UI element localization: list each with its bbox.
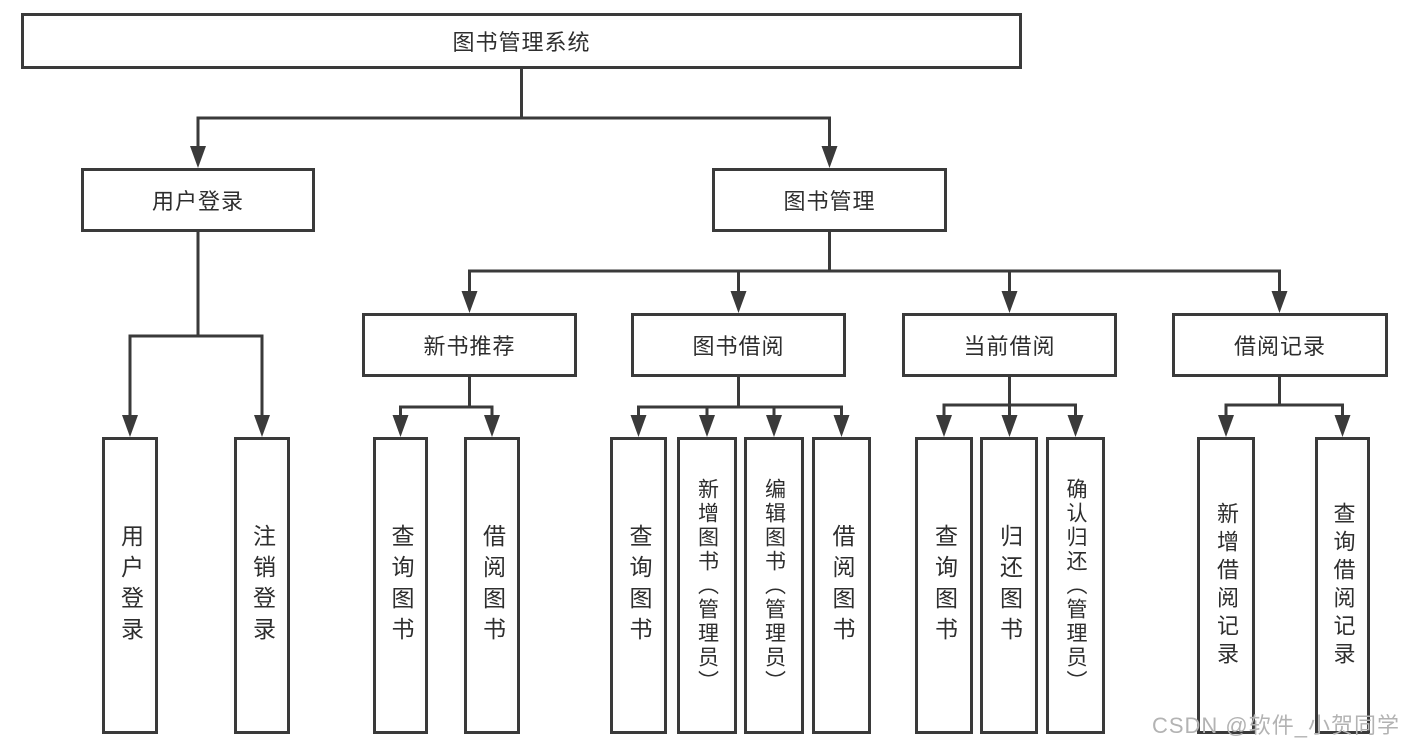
csdn-watermark: CSDN @软件_小贺同学 — [1151, 713, 1400, 738]
leaf-add-book-admin: 新增图书（管理员） — [677, 437, 737, 734]
leaf-confirm-return-admin: 确认归还（管理员） — [1046, 437, 1105, 734]
leaf-query-books-current: 查询图书 — [915, 437, 973, 734]
leaf-user-login: 用户登录 — [102, 437, 158, 734]
leaf-query-borrow-record: 查询借阅记录 — [1315, 437, 1370, 734]
node-borrowing-records: 借阅记录 — [1172, 313, 1388, 377]
leaf-logout: 注销登录 — [234, 437, 290, 734]
leaf-borrow-books-recommend: 借阅图书 — [464, 437, 520, 734]
node-book-borrowing: 图书借阅 — [631, 313, 846, 377]
leaf-query-books-borrowing: 查询图书 — [610, 437, 667, 734]
node-label: 当前借阅 — [963, 334, 1056, 359]
leaf-borrow-books: 借阅图书 — [812, 437, 871, 734]
leaf-add-borrow-record: 新增借阅记录 — [1197, 437, 1255, 734]
node-user-login: 用户登录 — [81, 168, 315, 232]
node-current-borrowing: 当前借阅 — [902, 313, 1117, 377]
node-label: 用户登录 — [151, 189, 244, 214]
node-label: 图书管理系统 — [452, 30, 591, 55]
node-label: 图书借阅 — [692, 334, 785, 359]
node-book-management: 图书管理 — [712, 168, 947, 232]
leaf-edit-book-admin: 编辑图书（管理员） — [744, 437, 804, 734]
node-label: 新书推荐 — [423, 334, 516, 359]
leaf-return-book: 归还图书 — [980, 437, 1038, 734]
node-label: 借阅记录 — [1233, 334, 1326, 359]
node-root-library-management-system: 图书管理系统 — [21, 13, 1022, 69]
node-new-book-recommend: 新书推荐 — [362, 313, 577, 377]
node-label: 图书管理 — [783, 189, 876, 214]
leaf-query-books-recommend: 查询图书 — [373, 437, 428, 734]
